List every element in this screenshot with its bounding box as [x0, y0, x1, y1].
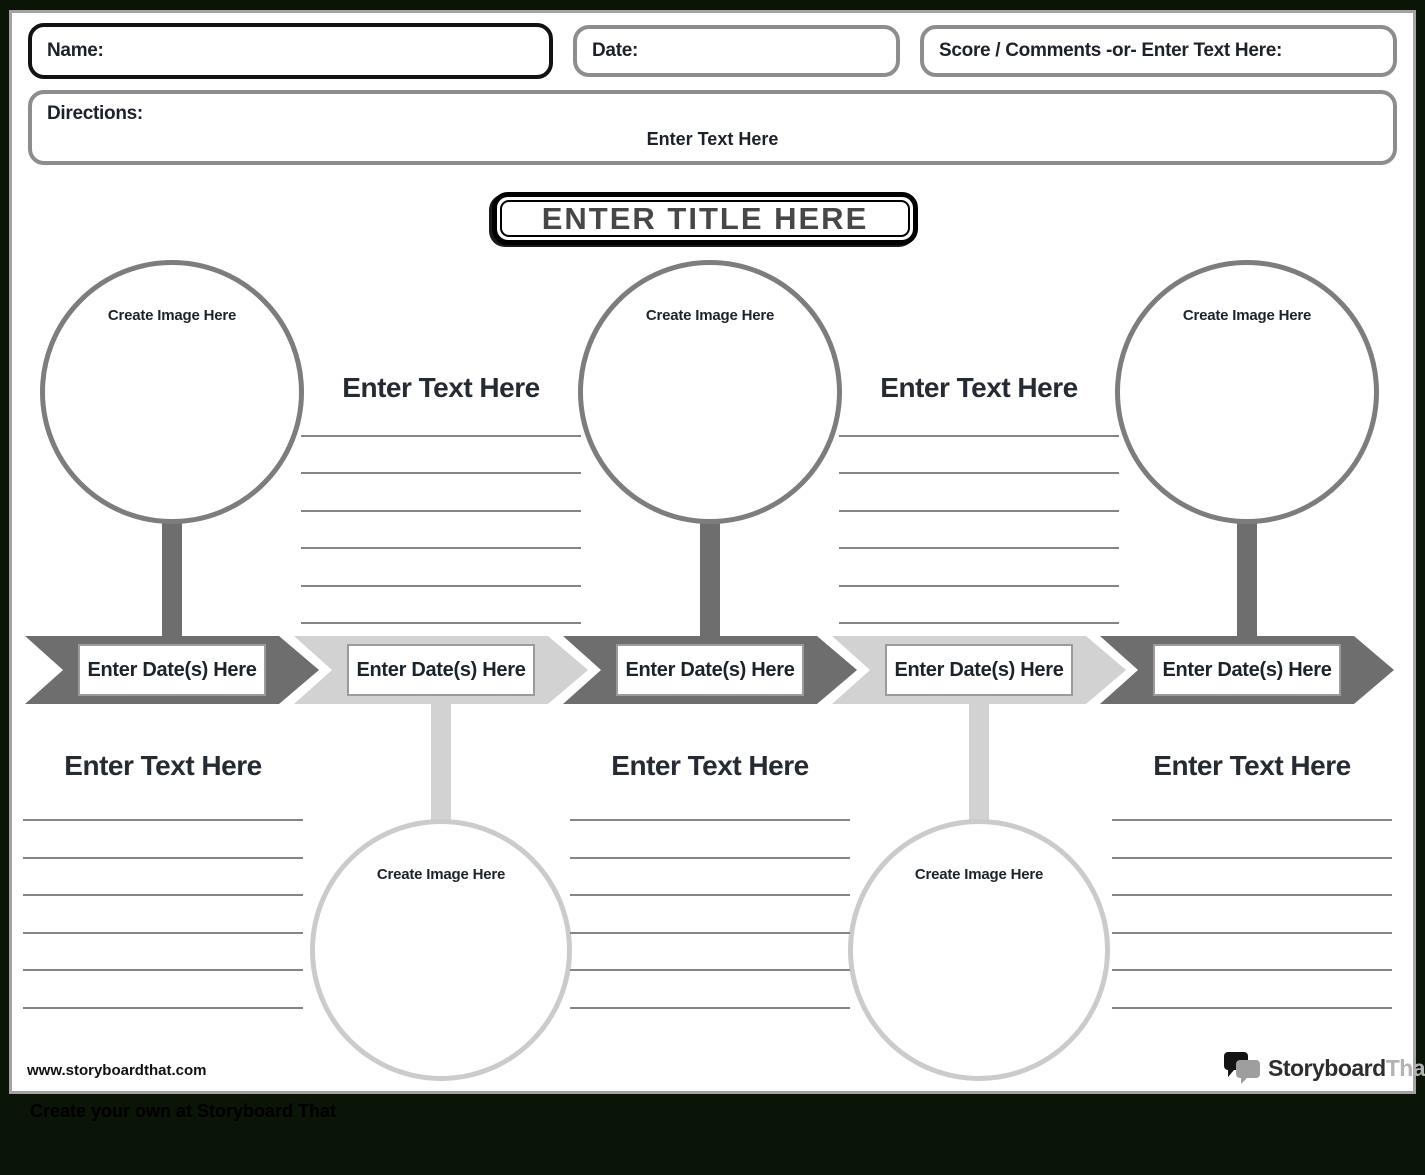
page-content: Name: Date: Score / Comments -or- Enter …: [12, 13, 1425, 1091]
name-label: Name:: [47, 40, 104, 61]
write-line: [570, 896, 850, 934]
write-line: [23, 971, 303, 1009]
image-placeholder-label: Create Image Here: [645, 307, 775, 324]
write-line: [301, 549, 581, 587]
text-area-heading: Enter Text Here: [880, 372, 1078, 403]
image-placeholder-label: Create Image Here: [1182, 307, 1312, 324]
date-range-box-3[interactable]: Enter Date(s) Here: [616, 644, 804, 696]
text-area-bottom-3[interactable]: Enter Text Here: [570, 749, 850, 1009]
date-label: Date:: [592, 40, 639, 61]
write-line: [839, 549, 1119, 587]
text-area-heading: Enter Text Here: [342, 372, 540, 403]
image-placeholder-label: Create Image Here: [914, 866, 1044, 883]
write-line: [839, 437, 1119, 474]
stem-column-4: [969, 698, 989, 828]
date-range-box-1[interactable]: Enter Date(s) Here: [78, 644, 266, 696]
text-area-bottom-5[interactable]: Enter Text Here: [1112, 749, 1392, 1009]
image-circle-2[interactable]: Create Image Here: [310, 819, 572, 1081]
stem-column-3: [700, 513, 720, 645]
stem-column-1: [162, 513, 182, 645]
directions-label: Directions:: [47, 103, 143, 124]
write-line: [1112, 934, 1392, 971]
date-field[interactable]: Date:: [573, 25, 900, 77]
stem-column-5: [1237, 513, 1257, 645]
score-label: Score / Comments -or- Enter Text Here:: [939, 40, 1282, 61]
write-line: [23, 934, 303, 971]
website-url: www.storyboardthat.com: [27, 1062, 207, 1079]
image-placeholder-label: Create Image Here: [376, 866, 506, 883]
text-area-heading: Enter Text Here: [611, 750, 809, 781]
speech-bubbles-icon: [1224, 1052, 1260, 1084]
write-line: [1112, 783, 1392, 821]
date-range-box-5[interactable]: Enter Date(s) Here: [1153, 644, 1341, 696]
image-circle-3[interactable]: Create Image Here: [578, 260, 842, 524]
write-line: [23, 859, 303, 896]
title-box[interactable]: ENTER TITLE HERE: [492, 192, 918, 245]
write-line: [570, 783, 850, 821]
image-circle-1[interactable]: Create Image Here: [40, 260, 304, 524]
write-line: [570, 934, 850, 971]
write-line: [570, 971, 850, 1009]
name-field[interactable]: Name:: [28, 23, 553, 79]
image-circle-5[interactable]: Create Image Here: [1115, 260, 1379, 524]
write-line: [570, 821, 850, 859]
date-range-box-2[interactable]: Enter Date(s) Here: [347, 644, 535, 696]
write-line: [839, 512, 1119, 549]
title-box-inner: ENTER TITLE HERE: [500, 200, 910, 237]
write-line: [23, 896, 303, 934]
write-line: [301, 512, 581, 549]
date-range-label: Enter Date(s) Here: [1162, 658, 1332, 681]
create-your-own-tagline: Create your own at Storyboard That: [30, 1101, 337, 1121]
stem-column-2: [431, 698, 451, 828]
write-line: [301, 587, 581, 624]
write-line: [23, 783, 303, 821]
write-line: [23, 821, 303, 859]
text-area-heading: Enter Text Here: [64, 750, 262, 781]
score-comments-field[interactable]: Score / Comments -or- Enter Text Here:: [920, 25, 1397, 77]
write-line: [839, 474, 1119, 512]
date-range-label: Enter Date(s) Here: [87, 658, 257, 681]
text-area-heading: Enter Text Here: [1153, 750, 1351, 781]
image-placeholder-label: Create Image Here: [107, 307, 237, 324]
write-line: [1112, 821, 1392, 859]
image-circle-4[interactable]: Create Image Here: [848, 819, 1110, 1081]
date-range-label: Enter Date(s) Here: [356, 658, 526, 681]
write-line: [839, 405, 1119, 437]
write-line: [839, 587, 1119, 624]
date-range-label: Enter Date(s) Here: [894, 658, 1064, 681]
write-line: [1112, 896, 1392, 934]
write-line: [1112, 859, 1392, 896]
text-area-top-2[interactable]: Enter Text Here: [301, 365, 581, 624]
text-area-top-4[interactable]: Enter Text Here: [839, 365, 1119, 624]
write-line: [301, 405, 581, 437]
write-line: [1112, 971, 1392, 1009]
worksheet-page: Name: Date: Score / Comments -or- Enter …: [9, 10, 1425, 1094]
write-line: [301, 474, 581, 512]
date-range-label: Enter Date(s) Here: [625, 658, 795, 681]
write-line: [570, 859, 850, 896]
write-line: [301, 437, 581, 474]
date-range-box-4[interactable]: Enter Date(s) Here: [885, 644, 1073, 696]
title-text: ENTER TITLE HERE: [541, 200, 869, 236]
directions-field[interactable]: Directions: Enter Text Here: [28, 90, 1397, 165]
text-area-bottom-1[interactable]: Enter Text Here: [23, 749, 303, 1009]
directions-placeholder[interactable]: Enter Text Here: [646, 129, 779, 149]
